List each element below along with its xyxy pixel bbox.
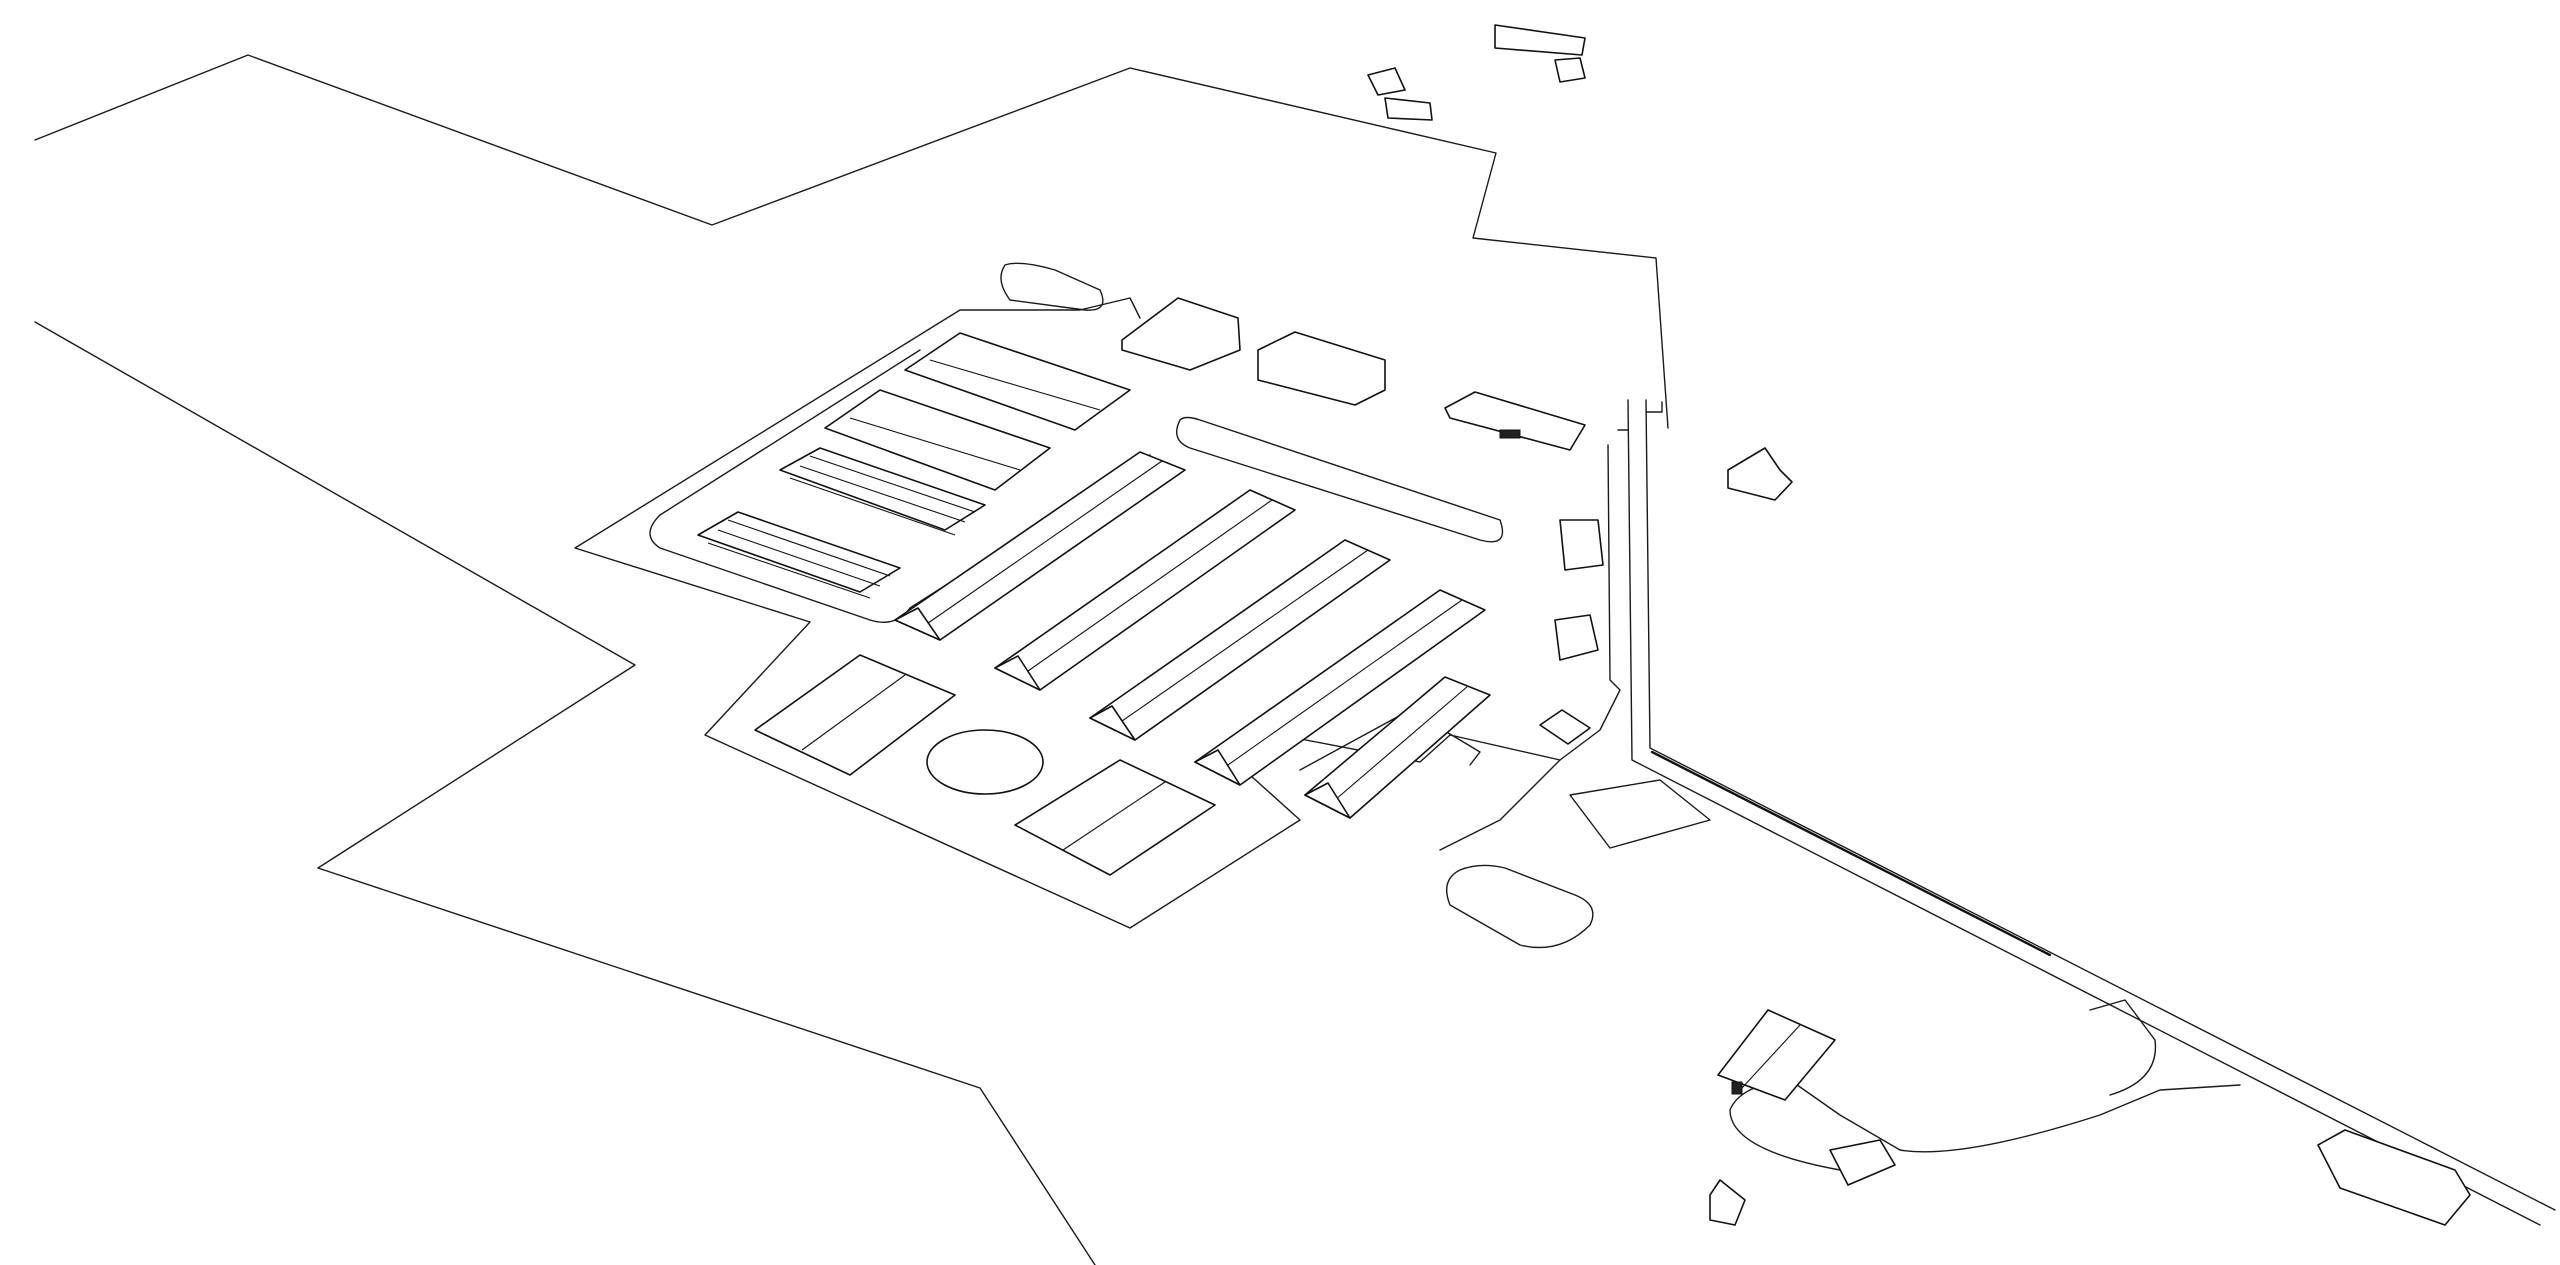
outbuilding-3 xyxy=(1367,67,1406,96)
yard-building-1 xyxy=(1559,519,1604,571)
long-barn-1 xyxy=(894,451,1186,641)
outbuilding-2 xyxy=(1554,57,1586,83)
long-barn-2 xyxy=(994,489,1296,691)
round-tank xyxy=(926,729,1044,795)
manure-pens xyxy=(754,654,1216,876)
inner-road-loop xyxy=(649,349,1561,851)
pad-north xyxy=(1000,262,1104,311)
yard-pad-east xyxy=(1569,779,1711,849)
slatted-pens-1 xyxy=(779,447,986,536)
pen-west xyxy=(754,654,956,776)
house-east xyxy=(1727,447,1793,501)
barn-lower-2 xyxy=(1829,1139,1896,1186)
outbuilding-1 xyxy=(1494,24,1586,56)
pad-south xyxy=(1446,864,1594,949)
main-road xyxy=(1617,399,2556,1226)
shed-lower-road xyxy=(2317,1129,2471,1226)
long-barn-3 xyxy=(1089,539,1391,741)
yard-small-buildings xyxy=(1539,519,1604,745)
north-outbuildings xyxy=(1367,24,1586,121)
shed-north-1 xyxy=(1121,297,1241,371)
upper-left-barns xyxy=(697,332,1131,599)
yard-building-3 xyxy=(1539,709,1591,745)
farmstead-driveway xyxy=(1729,999,2241,1171)
pen-east xyxy=(1014,759,1216,876)
main-road-edge xyxy=(1650,750,2052,957)
shed-north-2 xyxy=(1257,331,1386,406)
shed-north-3-door xyxy=(1499,429,1521,439)
slatted-pens-2 xyxy=(697,511,901,599)
barn-lower-door xyxy=(1731,1081,1743,1095)
barn-lower-1 xyxy=(1717,1009,1836,1101)
outbuilding-4 xyxy=(1384,97,1433,121)
barn-upper-1 xyxy=(904,332,1131,431)
long-barns xyxy=(894,451,1491,819)
north-sheds xyxy=(1121,297,1586,451)
lower-farmstead xyxy=(1569,779,2471,1226)
yard-building-2 xyxy=(1554,614,1599,661)
shed-north-3 xyxy=(1444,391,1586,451)
property-boundary xyxy=(34,54,1669,1265)
barn-lower-3 xyxy=(1709,1179,1746,1226)
long-barn-4 xyxy=(1194,589,1486,786)
long-barn-5 xyxy=(1304,676,1491,819)
barn-upper-2 xyxy=(824,389,1051,491)
